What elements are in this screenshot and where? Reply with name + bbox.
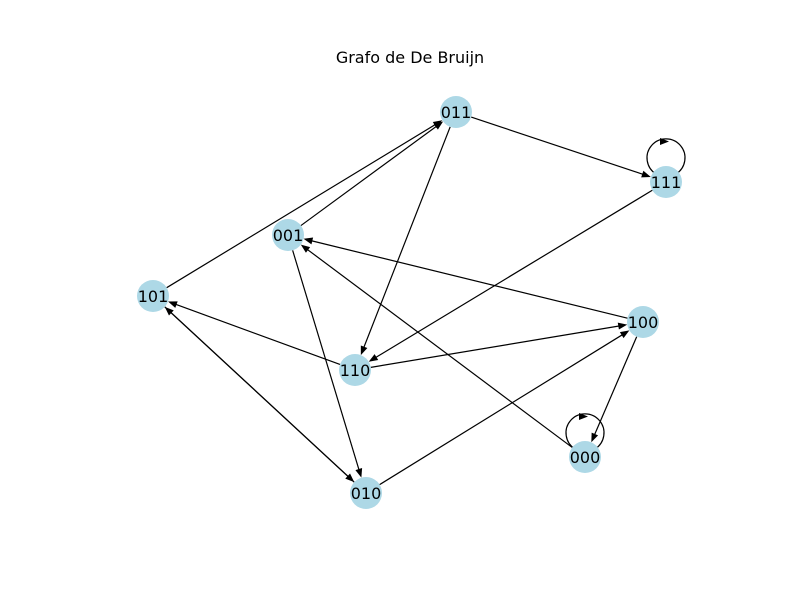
arrow-101-to-010 — [345, 473, 355, 483]
self-loop-000 — [565, 413, 605, 450]
node-000: 000 — [569, 441, 601, 473]
arrow-111-to-110 — [368, 354, 379, 362]
arrow-000-to-001 — [300, 244, 311, 253]
arrow-100-to-001 — [303, 237, 314, 245]
arrow-001-to-010 — [355, 468, 363, 478]
edge-100-to-001 — [309, 239, 628, 319]
arrow-110-to-101 — [168, 301, 178, 308]
node-010: 010 — [350, 477, 382, 509]
edges-layer — [164, 116, 686, 486]
edge-110-to-101 — [173, 303, 341, 366]
node-circle-111 — [650, 166, 682, 198]
node-100: 100 — [627, 306, 659, 338]
loop-arrow-111 — [660, 138, 669, 145]
edge-001-to-011 — [300, 124, 439, 227]
arrow-110-to-100 — [617, 322, 628, 330]
edge-100-to-000 — [593, 336, 638, 438]
node-111: 111 — [650, 166, 682, 198]
node-label-011: 011 — [441, 103, 472, 122]
node-circle-100 — [627, 306, 659, 338]
edge-011-to-111 — [470, 116, 646, 176]
node-001: 001 — [272, 219, 304, 251]
node-label-000: 000 — [570, 448, 601, 467]
edge-001-to-010 — [292, 250, 361, 473]
node-011: 011 — [440, 96, 472, 128]
node-label-100: 100 — [628, 313, 659, 332]
loop-arrow-000 — [579, 413, 588, 420]
edge-000-to-001 — [305, 247, 573, 448]
arrow-101-to-011 — [432, 120, 443, 128]
node-label-101: 101 — [138, 287, 169, 306]
edge-101-to-011 — [166, 122, 438, 289]
node-circle-011 — [440, 96, 472, 128]
edge-011-to-110 — [362, 126, 451, 350]
node-110: 110 — [339, 354, 371, 386]
edge-101-to-010 — [164, 306, 351, 479]
node-label-001: 001 — [273, 226, 304, 245]
arrow-010-to-100 — [619, 330, 630, 339]
node-circle-010 — [350, 477, 382, 509]
edge-010-to-100 — [379, 333, 625, 486]
node-101: 101 — [137, 280, 169, 312]
node-circle-001 — [272, 219, 304, 251]
arrow-011-to-110 — [360, 345, 368, 356]
edge-110-to-100 — [370, 325, 622, 368]
node-circle-101 — [137, 280, 169, 312]
node-label-010: 010 — [351, 484, 382, 503]
node-label-111: 111 — [651, 173, 682, 192]
nodes-layer: 000 001 010 011 100 101 110 111 — [137, 96, 682, 509]
self-loop-111 — [646, 138, 686, 175]
arrow-011-to-111 — [641, 170, 651, 178]
arrow-100-to-000 — [591, 432, 599, 443]
node-label-110: 110 — [340, 361, 371, 380]
node-circle-000 — [569, 441, 601, 473]
node-circle-110 — [339, 354, 371, 386]
edge-111-to-110 — [373, 189, 653, 360]
graph-title: Grafo de De Bruijn — [336, 48, 484, 67]
